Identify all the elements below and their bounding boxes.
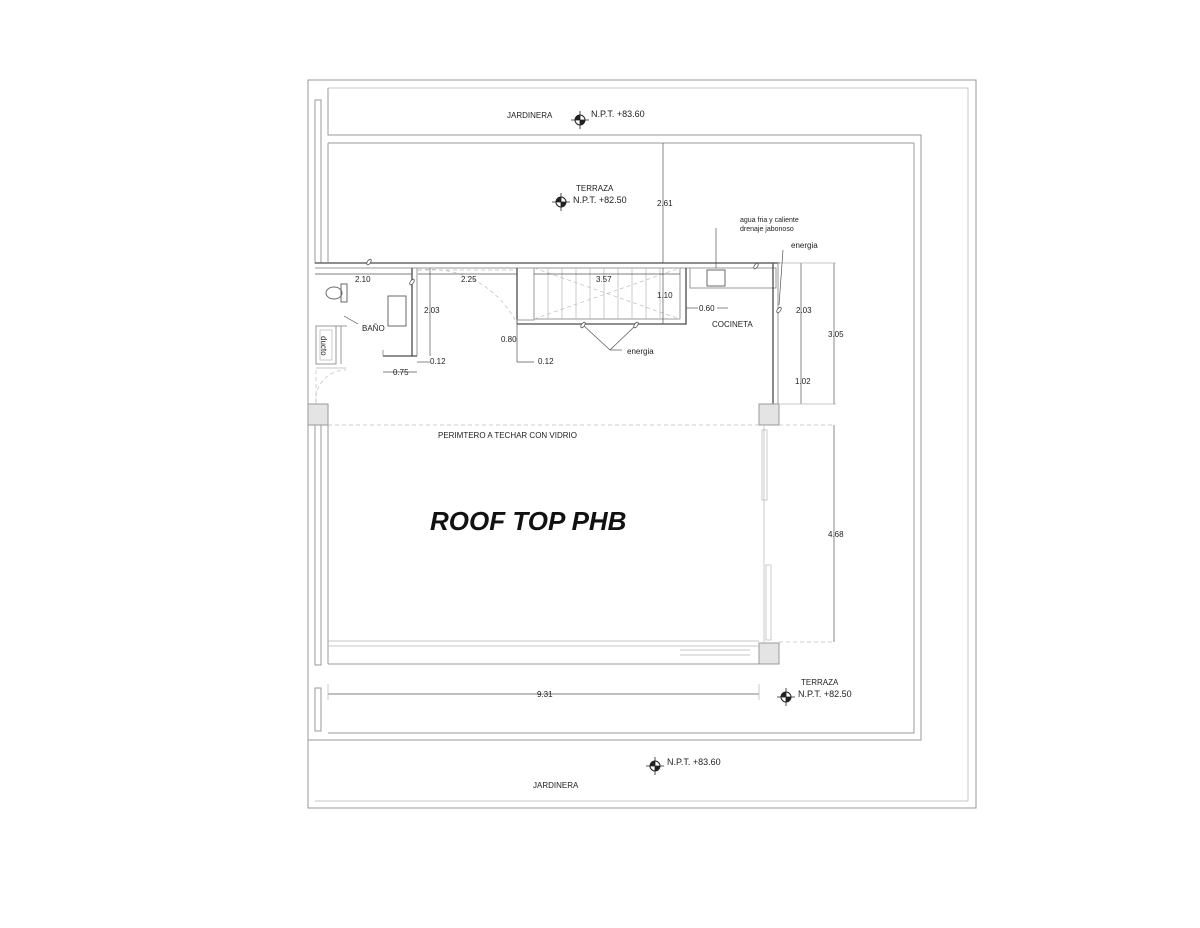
terraza-bottom-label: TERRAZA <box>801 678 839 687</box>
dim-2-25: 2.25 <box>461 275 477 284</box>
dim-4-68: 4.68 <box>828 530 844 539</box>
glass-perimeter <box>327 424 834 665</box>
dim-1-02: 1.02 <box>795 377 811 386</box>
npt-bottom-level: N.P.T. +83.60 <box>667 757 721 767</box>
dim-3-57: 3.57 <box>596 275 612 284</box>
water-note-line-2: drenaje jabonoso <box>740 226 794 233</box>
npt-top-level: N.P.T. +83.60 <box>591 109 645 119</box>
npt-terraza-top-level: N.P.T. +82.50 <box>573 195 627 205</box>
jardinera-top-label: JARDINERA <box>507 111 553 120</box>
perimeter-note: PERIMTERO A TECHAR CON VIDRIO <box>438 431 577 440</box>
ducto-label: ducto <box>319 336 328 356</box>
level-marker-npt-top <box>570 110 590 130</box>
npt-terraza-bottom-level: N.P.T. +82.50 <box>798 689 852 699</box>
dim-0-60: 0.60 <box>699 304 715 313</box>
bano-label: BAÑO <box>362 324 385 333</box>
dim-0-12-mid: 0.12 <box>538 357 554 366</box>
dim-3-05: 3.05 <box>828 330 844 339</box>
service-core-walls <box>315 262 780 405</box>
dim-1-10: 1.10 <box>657 291 673 300</box>
jardinera-top-bed <box>308 88 922 741</box>
dim-0-75: 0.75 <box>393 368 409 377</box>
dim-2-61: 2.61 <box>657 199 673 208</box>
energia-right-label: energia <box>791 241 818 250</box>
water-note-line-1: agua fria y caliente <box>740 217 799 224</box>
plan-title: ROOF TOP PHB <box>430 506 626 536</box>
dim-2-03-right: 2.03 <box>796 306 812 315</box>
terraza-top-label: TERRAZA <box>576 184 614 193</box>
outer-boundary <box>307 79 977 809</box>
dim-0-12-left: 0.12 <box>430 357 446 366</box>
columns <box>307 403 780 665</box>
dim-2-10: 2.10 <box>355 275 371 284</box>
cocineta-label: COCINETA <box>712 320 753 329</box>
dim-0-80: 0.80 <box>501 335 517 344</box>
dim-2-03-left: 2.03 <box>424 306 440 315</box>
jardinera-bottom-label: JARDINERA <box>533 781 579 790</box>
dim-9-31: 9.31 <box>537 690 553 699</box>
dimension-lines <box>315 143 836 700</box>
energia-stairs-label: energia <box>627 347 654 356</box>
level-marker-terraza-bottom <box>776 687 796 707</box>
level-marker-terraza-top <box>551 192 571 212</box>
level-marker-npt-bottom <box>645 756 665 776</box>
